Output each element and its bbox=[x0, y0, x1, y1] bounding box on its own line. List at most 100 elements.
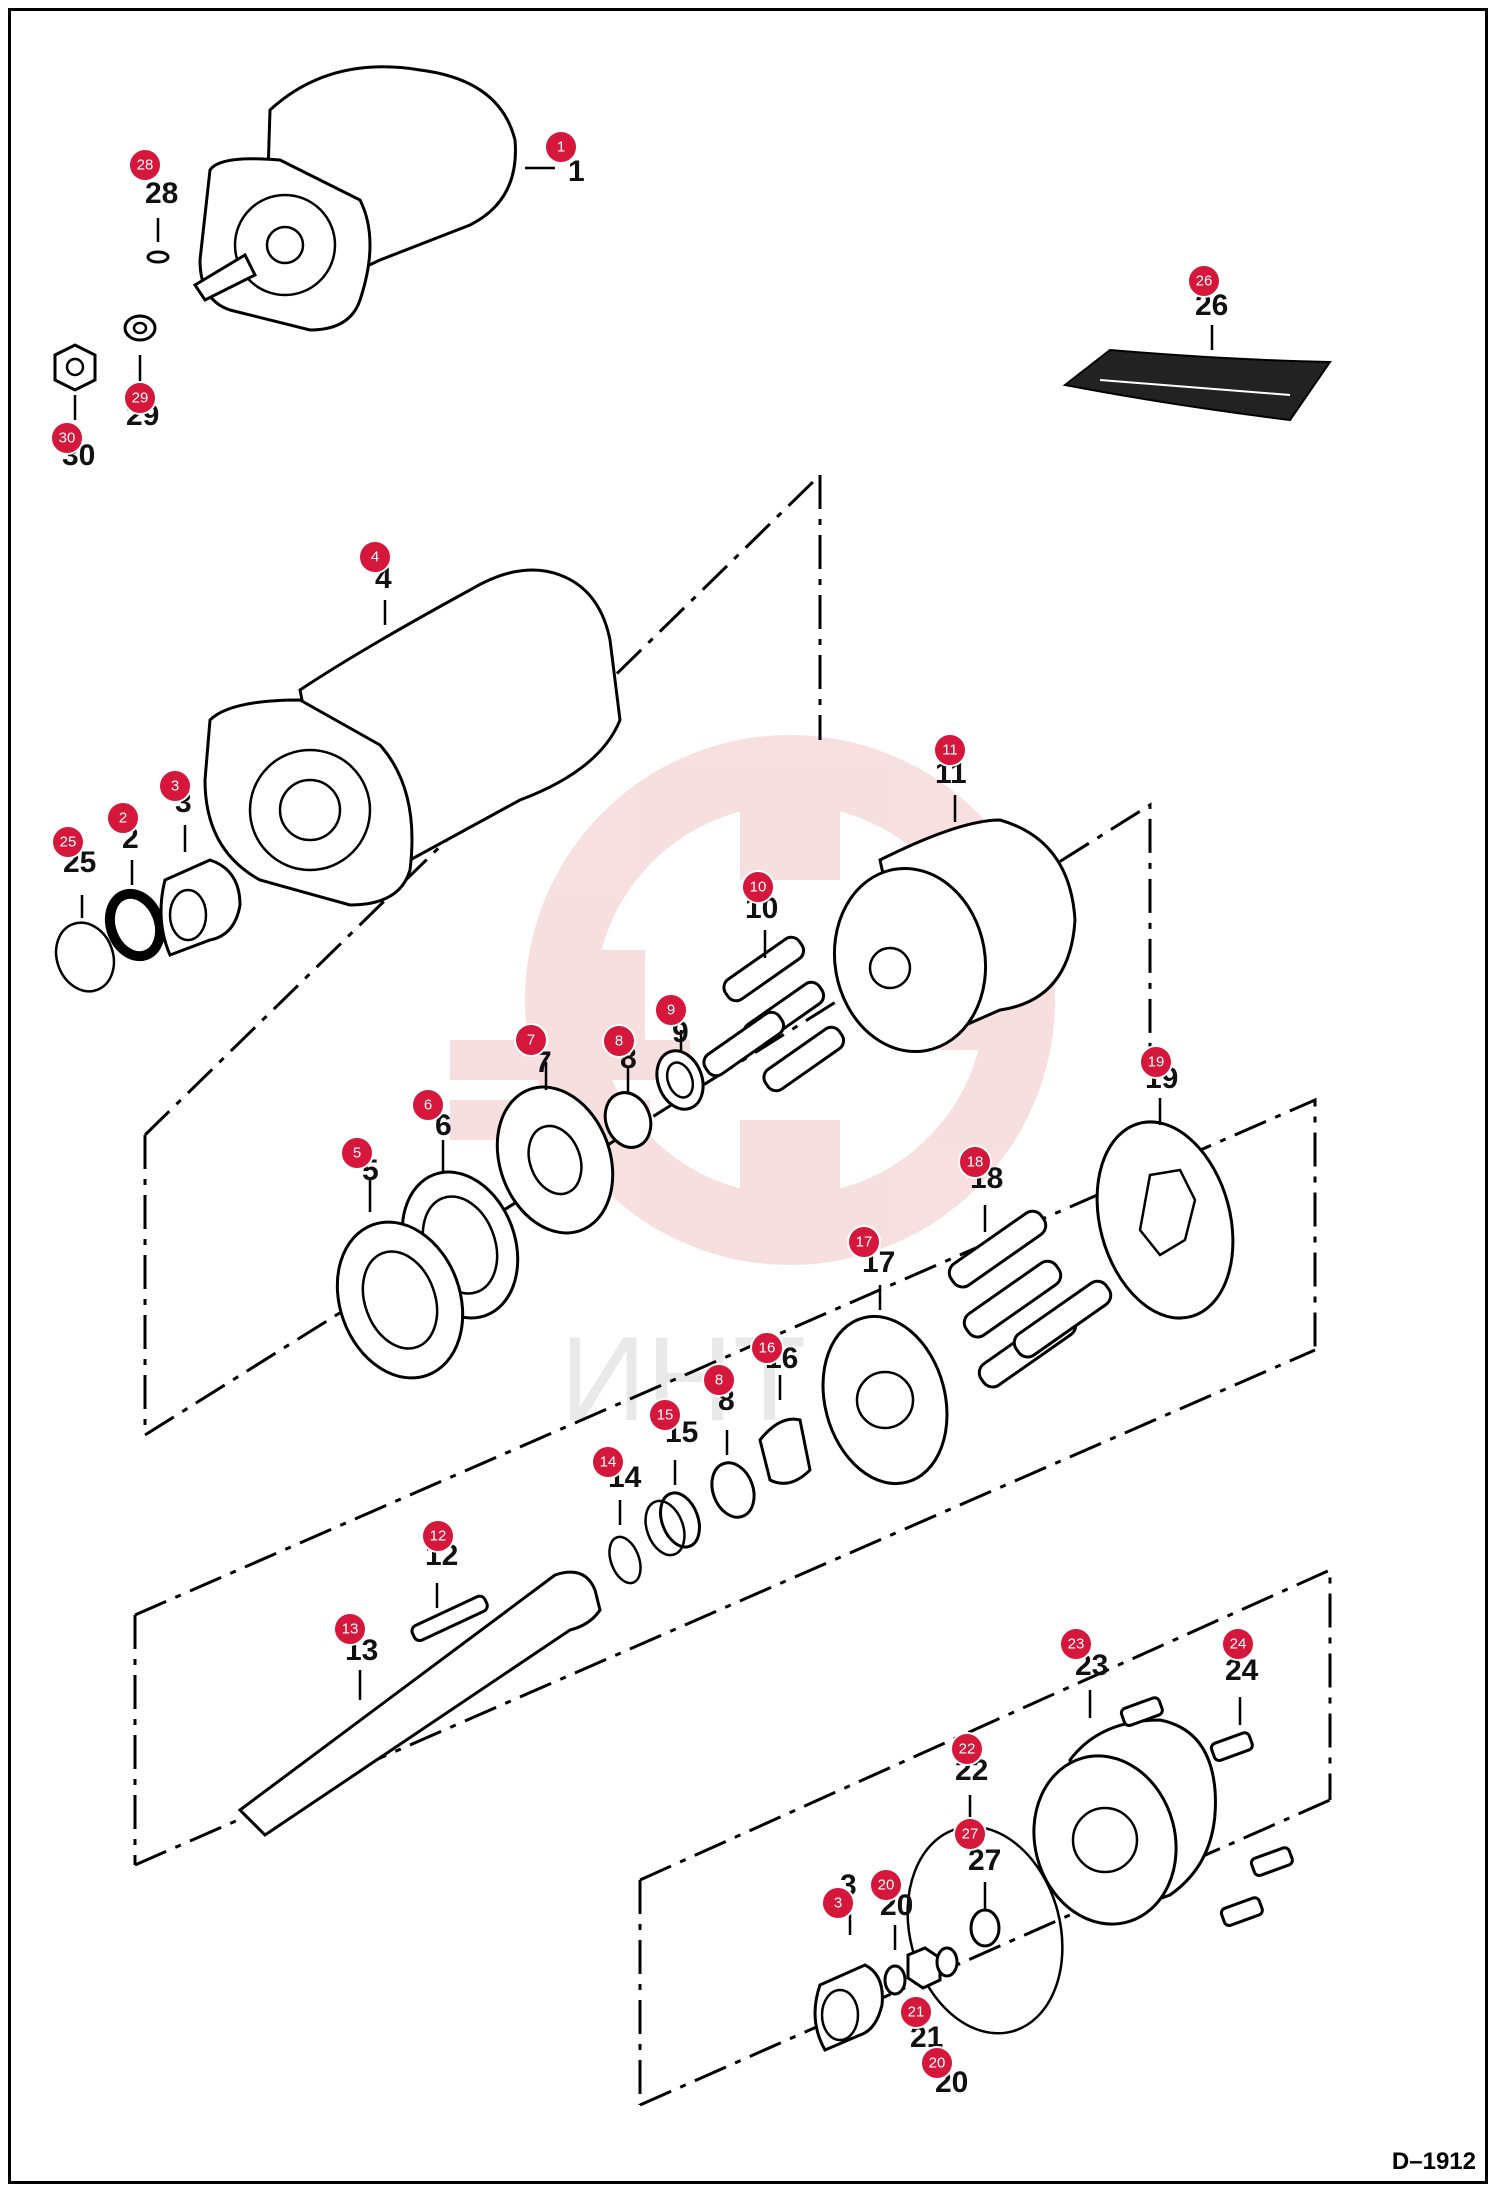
badge-15[interactable]: 15 bbox=[648, 1398, 682, 1432]
svg-text:8: 8 bbox=[615, 1033, 623, 1050]
part-20-washer-upper bbox=[883, 1964, 907, 1996]
badge-30[interactable]: 30 bbox=[50, 421, 84, 455]
badge-24[interactable]: 24 bbox=[1221, 1627, 1255, 1661]
svg-text:28: 28 bbox=[137, 157, 154, 174]
part-5-thrust-washer bbox=[335, 1220, 465, 1380]
part-16-pivot bbox=[758, 1417, 812, 1485]
badge-14[interactable]: 14 bbox=[591, 1445, 625, 1479]
drawing-code: D–1912 bbox=[1391, 2148, 1476, 2175]
badge-10[interactable]: 10 bbox=[741, 870, 775, 904]
svg-text:27: 27 bbox=[962, 1826, 979, 1843]
part-26-decal bbox=[1062, 348, 1332, 422]
part-2-seal bbox=[104, 888, 166, 962]
badge-16[interactable]: 16 bbox=[750, 1331, 784, 1365]
part-7-swashplate bbox=[495, 1085, 615, 1235]
svg-text:3: 3 bbox=[171, 778, 179, 795]
svg-text:19: 19 bbox=[1148, 1054, 1165, 1071]
part-15-spring bbox=[644, 1491, 701, 1557]
badge-1[interactable]: 1 bbox=[544, 130, 578, 164]
part-29-washer bbox=[123, 314, 157, 342]
svg-text:20: 20 bbox=[929, 2055, 946, 2072]
badge-8b[interactable]: 8 bbox=[702, 1363, 736, 1397]
badge-25[interactable]: 25 bbox=[51, 825, 85, 859]
part-10-pistons bbox=[702, 935, 846, 1093]
printed-labels: 1 28 29 30 26 4 25 2 3 11 10 9 8 7 6 5 1… bbox=[62, 155, 1259, 2099]
badge-22[interactable]: 22 bbox=[950, 1732, 984, 1766]
part-3-bearing bbox=[159, 858, 242, 957]
badge-28[interactable]: 28 bbox=[128, 148, 162, 182]
svg-text:20: 20 bbox=[878, 1877, 895, 1894]
label-28: 28 bbox=[145, 177, 178, 210]
label-1: 1 bbox=[568, 155, 585, 188]
badge-17[interactable]: 17 bbox=[847, 1225, 881, 1259]
part-27-plug bbox=[969, 1908, 1001, 1948]
badge-20b[interactable]: 20 bbox=[920, 2046, 954, 2080]
svg-text:8: 8 bbox=[715, 1372, 723, 1389]
badge-26[interactable]: 26 bbox=[1187, 264, 1221, 298]
badge-3b[interactable]: 3 bbox=[821, 1886, 855, 1920]
svg-text:26: 26 bbox=[1196, 273, 1213, 290]
svg-text:7: 7 bbox=[527, 1032, 535, 1049]
part-24-bolts bbox=[1119, 1696, 1294, 1928]
part-14-snap-ring bbox=[608, 1535, 642, 1585]
badge-8a[interactable]: 8 bbox=[602, 1024, 636, 1058]
badge-29[interactable]: 29 bbox=[123, 381, 157, 415]
part-11-cylinder-block bbox=[832, 818, 1077, 1054]
svg-text:25: 25 bbox=[60, 834, 77, 851]
svg-text:29: 29 bbox=[132, 390, 149, 407]
svg-text:2: 2 bbox=[119, 810, 127, 827]
part-21-nut bbox=[906, 1946, 942, 1990]
badge-9[interactable]: 9 bbox=[654, 993, 688, 1027]
badge-13[interactable]: 13 bbox=[333, 1612, 367, 1646]
svg-text:1: 1 bbox=[557, 139, 565, 156]
svg-text:4: 4 bbox=[371, 549, 379, 566]
badge-27[interactable]: 27 bbox=[953, 1817, 987, 1851]
part-8-bushing-upper bbox=[603, 1091, 653, 1149]
part-12-key bbox=[410, 1594, 489, 1643]
part-20-washer-lower bbox=[935, 1946, 959, 1978]
part-13-shaft bbox=[237, 1570, 602, 1837]
badge-23[interactable]: 23 bbox=[1059, 1627, 1093, 1661]
part-9-bushing bbox=[655, 1049, 705, 1111]
svg-text:12: 12 bbox=[430, 1528, 447, 1545]
badge-6[interactable]: 6 bbox=[411, 1088, 445, 1122]
part-30-nut bbox=[53, 343, 97, 392]
svg-text:15: 15 bbox=[657, 1407, 674, 1424]
part-3-bearing-lower bbox=[813, 1963, 884, 2052]
svg-text:17: 17 bbox=[856, 1234, 873, 1251]
svg-text:14: 14 bbox=[600, 1454, 617, 1471]
part-4-housing bbox=[203, 568, 622, 907]
badge-4[interactable]: 4 bbox=[358, 540, 392, 574]
badge-21[interactable]: 21 bbox=[899, 1995, 933, 2029]
part-19-retainer-plate bbox=[1095, 1120, 1235, 1320]
svg-text:30: 30 bbox=[59, 430, 76, 447]
badge-5[interactable]: 5 bbox=[340, 1136, 374, 1170]
part-1-motor-assembly bbox=[192, 65, 517, 332]
svg-text:3: 3 bbox=[834, 1895, 842, 1912]
part-8-bushing-lower bbox=[710, 1461, 756, 1519]
svg-text:24: 24 bbox=[1230, 1636, 1247, 1653]
part-18-pistons bbox=[947, 1209, 1113, 1389]
svg-text:10: 10 bbox=[750, 879, 767, 896]
badge-18[interactable]: 18 bbox=[958, 1145, 992, 1179]
part-17-spider bbox=[821, 1314, 949, 1486]
svg-text:22: 22 bbox=[959, 1741, 976, 1758]
badge-19[interactable]: 19 bbox=[1139, 1045, 1173, 1079]
part-25-snap-ring bbox=[54, 921, 116, 993]
badge-11[interactable]: 11 bbox=[933, 733, 967, 767]
part-28-key bbox=[146, 250, 170, 264]
part-23-end-cover bbox=[1032, 1718, 1217, 1926]
svg-text:16: 16 bbox=[759, 1340, 776, 1357]
svg-text:9: 9 bbox=[667, 1002, 675, 1019]
badge-12[interactable]: 12 bbox=[421, 1519, 455, 1553]
badge-7[interactable]: 7 bbox=[514, 1023, 548, 1057]
svg-text:23: 23 bbox=[1068, 1636, 1085, 1653]
svg-text:18: 18 bbox=[967, 1154, 984, 1171]
badge-3a[interactable]: 3 bbox=[158, 769, 192, 803]
svg-text:6: 6 bbox=[424, 1097, 432, 1114]
badge-20a[interactable]: 20 bbox=[869, 1868, 903, 1902]
badge-2[interactable]: 2 bbox=[106, 801, 140, 835]
svg-text:21: 21 bbox=[908, 2004, 925, 2021]
callout-badges: 1 28 29 30 26 4 25 2 3 11 10 9 8 7 6 5 1… bbox=[50, 130, 1255, 2080]
